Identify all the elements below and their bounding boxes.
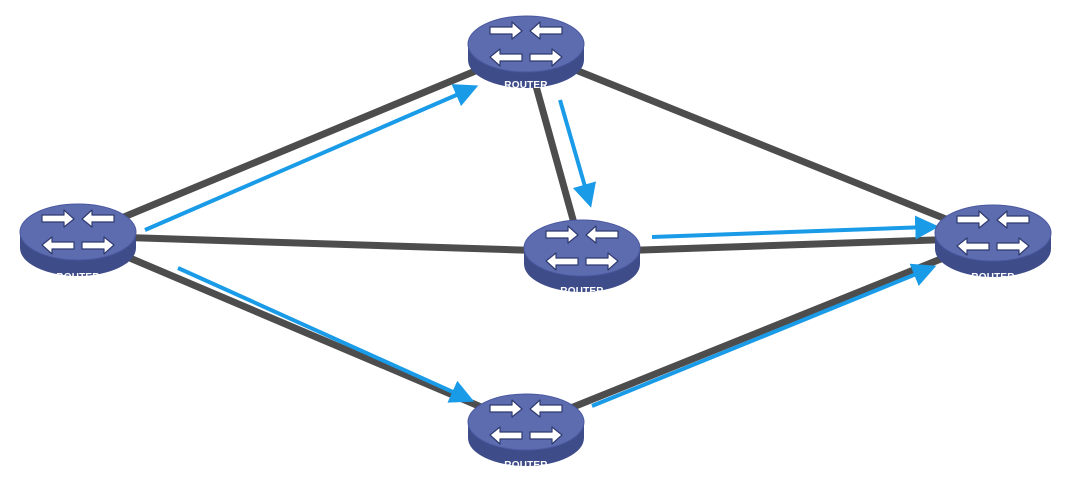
links-layer (76, 46, 995, 430)
router-icon (934, 204, 1052, 278)
router-right[interactable]: ROUTER (934, 204, 1052, 283)
router-label: ROUTER (560, 286, 604, 297)
path-arrow-bottom-right (591, 263, 937, 408)
path-arrow-center-right (651, 215, 940, 240)
link-left-center (77, 232, 583, 256)
link-top-right (524, 46, 995, 242)
router-icon (467, 393, 585, 467)
link-center-right (581, 234, 994, 256)
path-arrow-top-center (558, 99, 596, 208)
router-bottom[interactable]: ROUTER (467, 393, 585, 471)
router-label: ROUTER (971, 272, 1015, 283)
link-left-bottom (76, 232, 528, 430)
router-top[interactable]: ROUTER (467, 15, 585, 91)
link-left-top (76, 46, 528, 240)
router-icon (523, 219, 641, 293)
router-label: ROUTER (504, 460, 548, 471)
router-center[interactable]: ROUTER (523, 219, 641, 297)
path-arrow-left-top (144, 84, 479, 232)
path-arrows-layer (144, 84, 940, 408)
router-left[interactable]: ROUTER (19, 203, 137, 283)
router-icon (467, 15, 585, 89)
router-label: ROUTER (504, 80, 548, 91)
path-arrow-left-bottom (177, 266, 475, 403)
router-icon (19, 203, 137, 277)
router-label: ROUTER (56, 272, 100, 283)
